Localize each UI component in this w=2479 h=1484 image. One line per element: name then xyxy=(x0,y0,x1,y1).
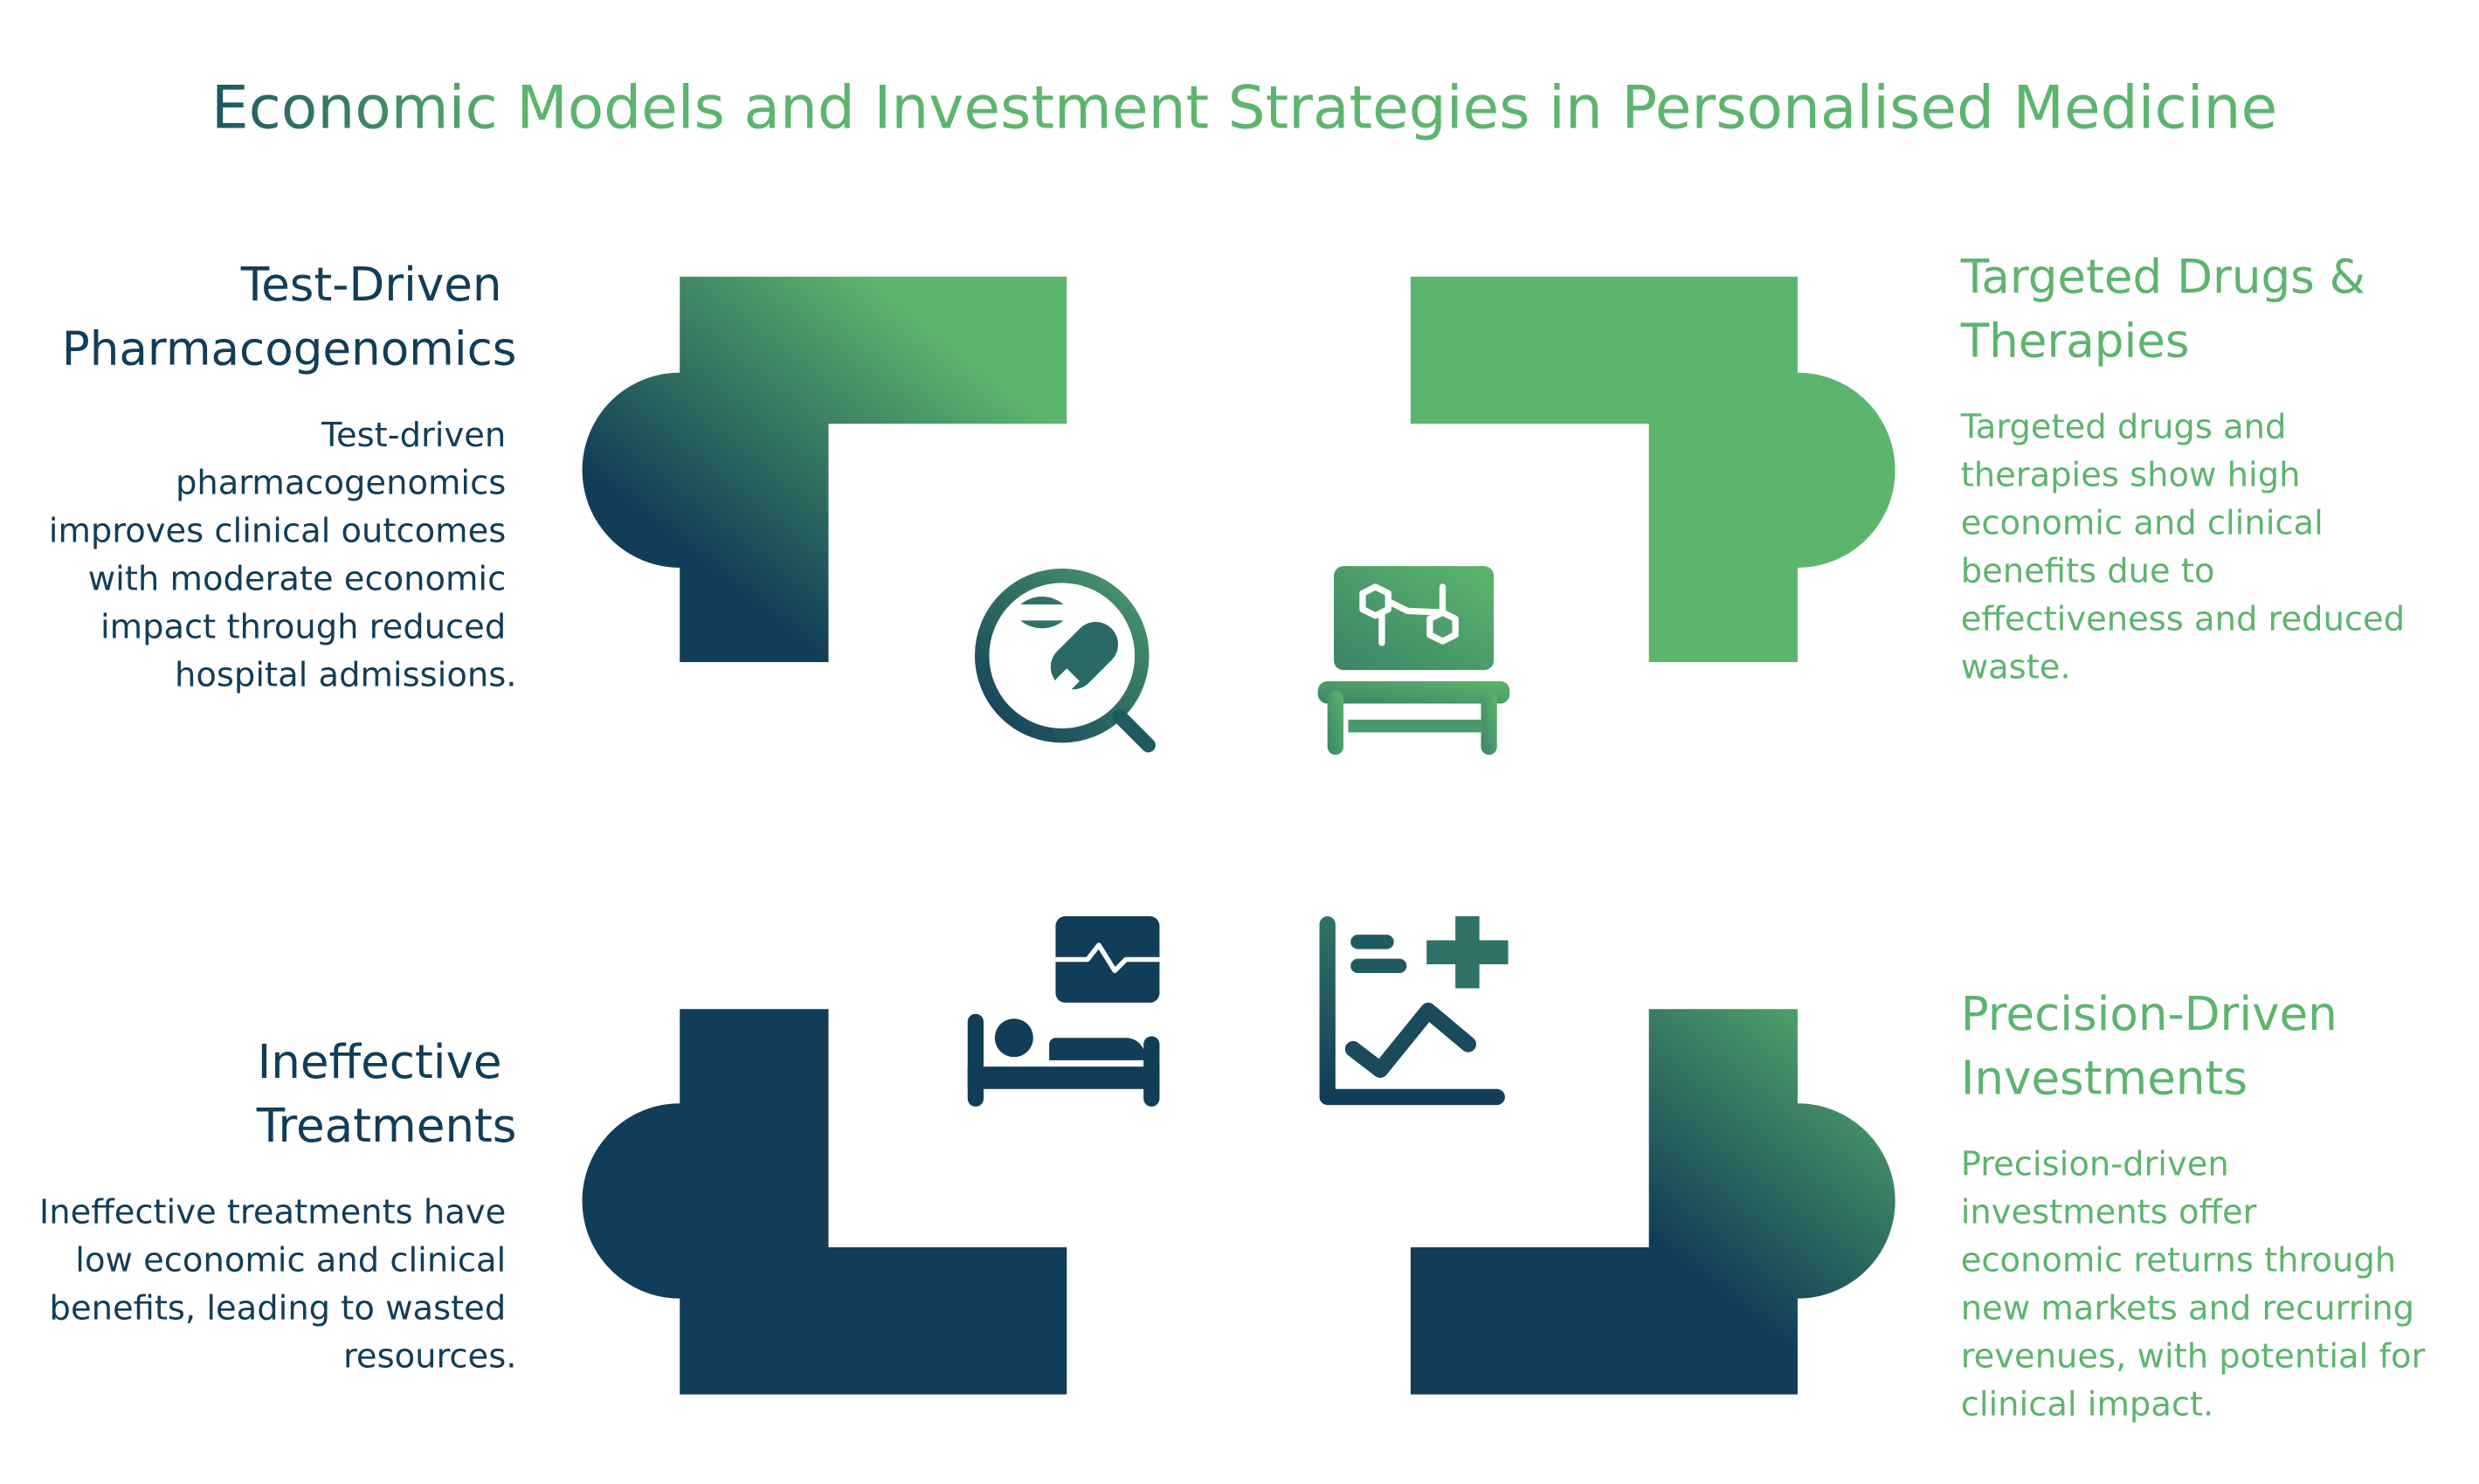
quadrant-top-left-text: Test-Driven Pharmacogenomics Test-driven… xyxy=(49,258,517,694)
shape-top-left xyxy=(582,276,1067,662)
medical-chart-icon xyxy=(1319,916,1509,1106)
shape-bottom-right xyxy=(1410,1009,1896,1395)
hospital-bed-monitor-icon xyxy=(967,916,1160,1107)
heading: Test-Driven Pharmacogenomics xyxy=(62,258,517,376)
magnifier-pills-icon xyxy=(974,568,1156,753)
molecule-lab-icon xyxy=(1317,566,1510,756)
heading: Ineffective Treatments xyxy=(256,1035,517,1153)
quadrant-bottom-right-text: Precision-Driven Investments Precision-d… xyxy=(1961,987,2436,1425)
description: Precision-driven investments offer econo… xyxy=(1961,1145,2436,1425)
heading: Precision-Driven Investments xyxy=(1961,987,2352,1105)
shape-bottom-left xyxy=(582,1009,1067,1395)
description: Ineffective treatments have low economic… xyxy=(39,1193,517,1377)
quadrant-bottom-left-text: Ineffective Treatments Ineffective treat… xyxy=(39,1035,517,1376)
shape-top-right xyxy=(1410,276,1896,662)
quadrant-top-right-text: Targeted Drugs & Therapies Targeted drug… xyxy=(1960,250,2416,687)
description: Targeted drugs and therapies show high e… xyxy=(1960,408,2416,687)
heading: Targeted Drugs & Therapies xyxy=(1960,250,2380,368)
description: Test-driven pharmacogenomics improves cl… xyxy=(49,416,517,695)
page-title: Economic Models and Investment Strategie… xyxy=(211,72,2277,141)
